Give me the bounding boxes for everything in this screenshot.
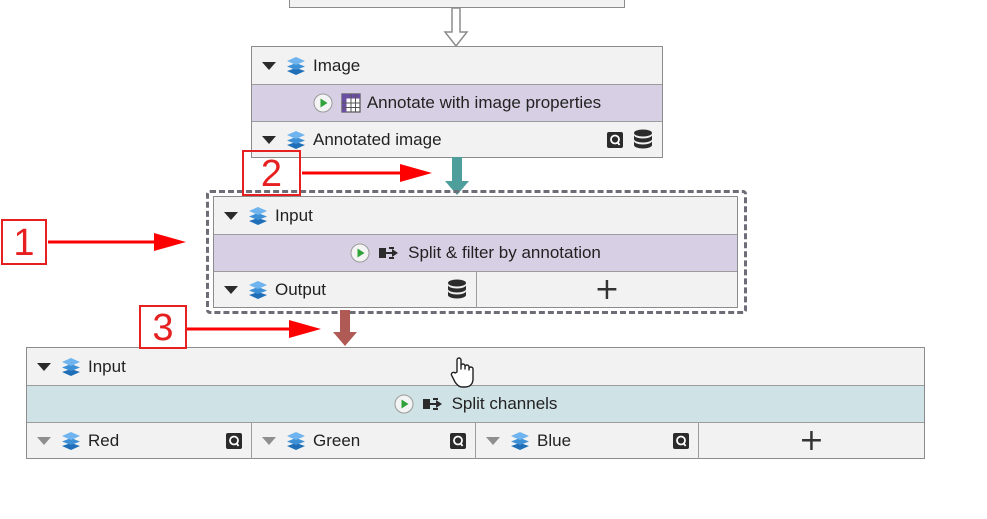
callout-label-1: 1 [1,219,47,265]
collapse-triangle-icon[interactable] [262,437,276,445]
input-port-label: Input [88,356,126,376]
node-split-filter-annotation[interactable]: Input Split & filter by annotation Outpu… [213,196,738,308]
collapse-triangle-icon[interactable] [262,136,276,144]
layers-icon [60,431,82,451]
add-output-button[interactable]: + [698,423,924,459]
layers-icon [247,206,269,226]
input-port-label: Input [275,205,313,225]
callout-arrow-1 [48,233,186,251]
play-icon[interactable] [313,93,333,113]
connector-arrow-brown [333,310,357,346]
callout-arrow-3 [187,320,321,338]
play-icon[interactable] [350,243,370,263]
layers-icon [285,130,307,150]
callout-arrow-2 [302,164,432,182]
output-port[interactable]: Output [214,272,476,308]
collapse-triangle-icon[interactable] [37,362,51,371]
split-icon [422,395,444,413]
task-label: Split channels [451,394,558,413]
output-port-blue[interactable]: Blue [475,423,698,459]
plus-icon: + [594,272,620,307]
node-annotate-image-properties[interactable]: Image Annotate with image properties Ann… [251,46,663,158]
view-data-icon[interactable] [449,432,467,450]
collapse-triangle-icon[interactable] [486,437,500,445]
input-port-row[interactable]: Image [252,47,662,84]
connector-arrow-teal [445,157,469,195]
output-port-label: Output [275,280,327,299]
output-port-green[interactable]: Green [251,423,475,459]
collapse-triangle-icon[interactable] [262,61,276,70]
previous-node-fragment[interactable] [289,0,625,8]
connector-arrow-hollow [443,8,469,48]
collapse-triangle-icon[interactable] [224,286,238,294]
task-row[interactable]: Annotate with image properties [252,84,662,121]
table-icon [341,93,361,113]
output-port-label: Annotated image [313,130,442,149]
output-port-label: Green [313,431,361,450]
output-port-label: Red [88,431,120,450]
input-port-label: Image [313,55,361,75]
selection-dashed-outline [206,190,747,314]
collapse-triangle-icon[interactable] [37,437,51,445]
play-icon[interactable] [394,394,414,414]
view-data-icon[interactable] [672,432,690,450]
task-label: Split & filter by annotation [408,243,601,262]
output-port-row[interactable]: Annotated image [252,121,662,158]
task-row[interactable]: Split channels [27,385,924,422]
output-ports-row: Output + [214,271,737,308]
hand-cursor-icon [450,357,474,388]
node-split-channels[interactable]: Input Split channels Red Green Blue + [26,347,925,459]
database-icon[interactable] [632,128,654,152]
input-port-row[interactable]: Input [27,348,924,385]
task-row[interactable]: Split & filter by annotation [214,234,737,271]
layers-icon [285,431,307,451]
add-output-button[interactable]: + [476,272,737,308]
callout-label-2: 2 [242,150,301,196]
input-port-row[interactable]: Input [214,197,737,234]
collapse-triangle-icon[interactable] [224,211,238,220]
task-label: Annotate with image properties [366,93,602,112]
layers-icon [247,280,269,300]
layers-icon [285,56,307,76]
output-port-red[interactable]: Red [27,423,251,459]
split-icon [378,244,400,262]
view-data-icon[interactable] [225,432,243,450]
callout-label-3: 3 [139,305,187,349]
layers-icon [509,431,531,451]
view-data-icon[interactable] [606,131,624,149]
database-icon[interactable] [446,278,468,302]
output-port-label: Blue [537,431,572,450]
layers-icon [60,357,82,377]
output-ports-row: Red Green Blue + [27,422,924,459]
plus-icon: + [798,423,825,458]
